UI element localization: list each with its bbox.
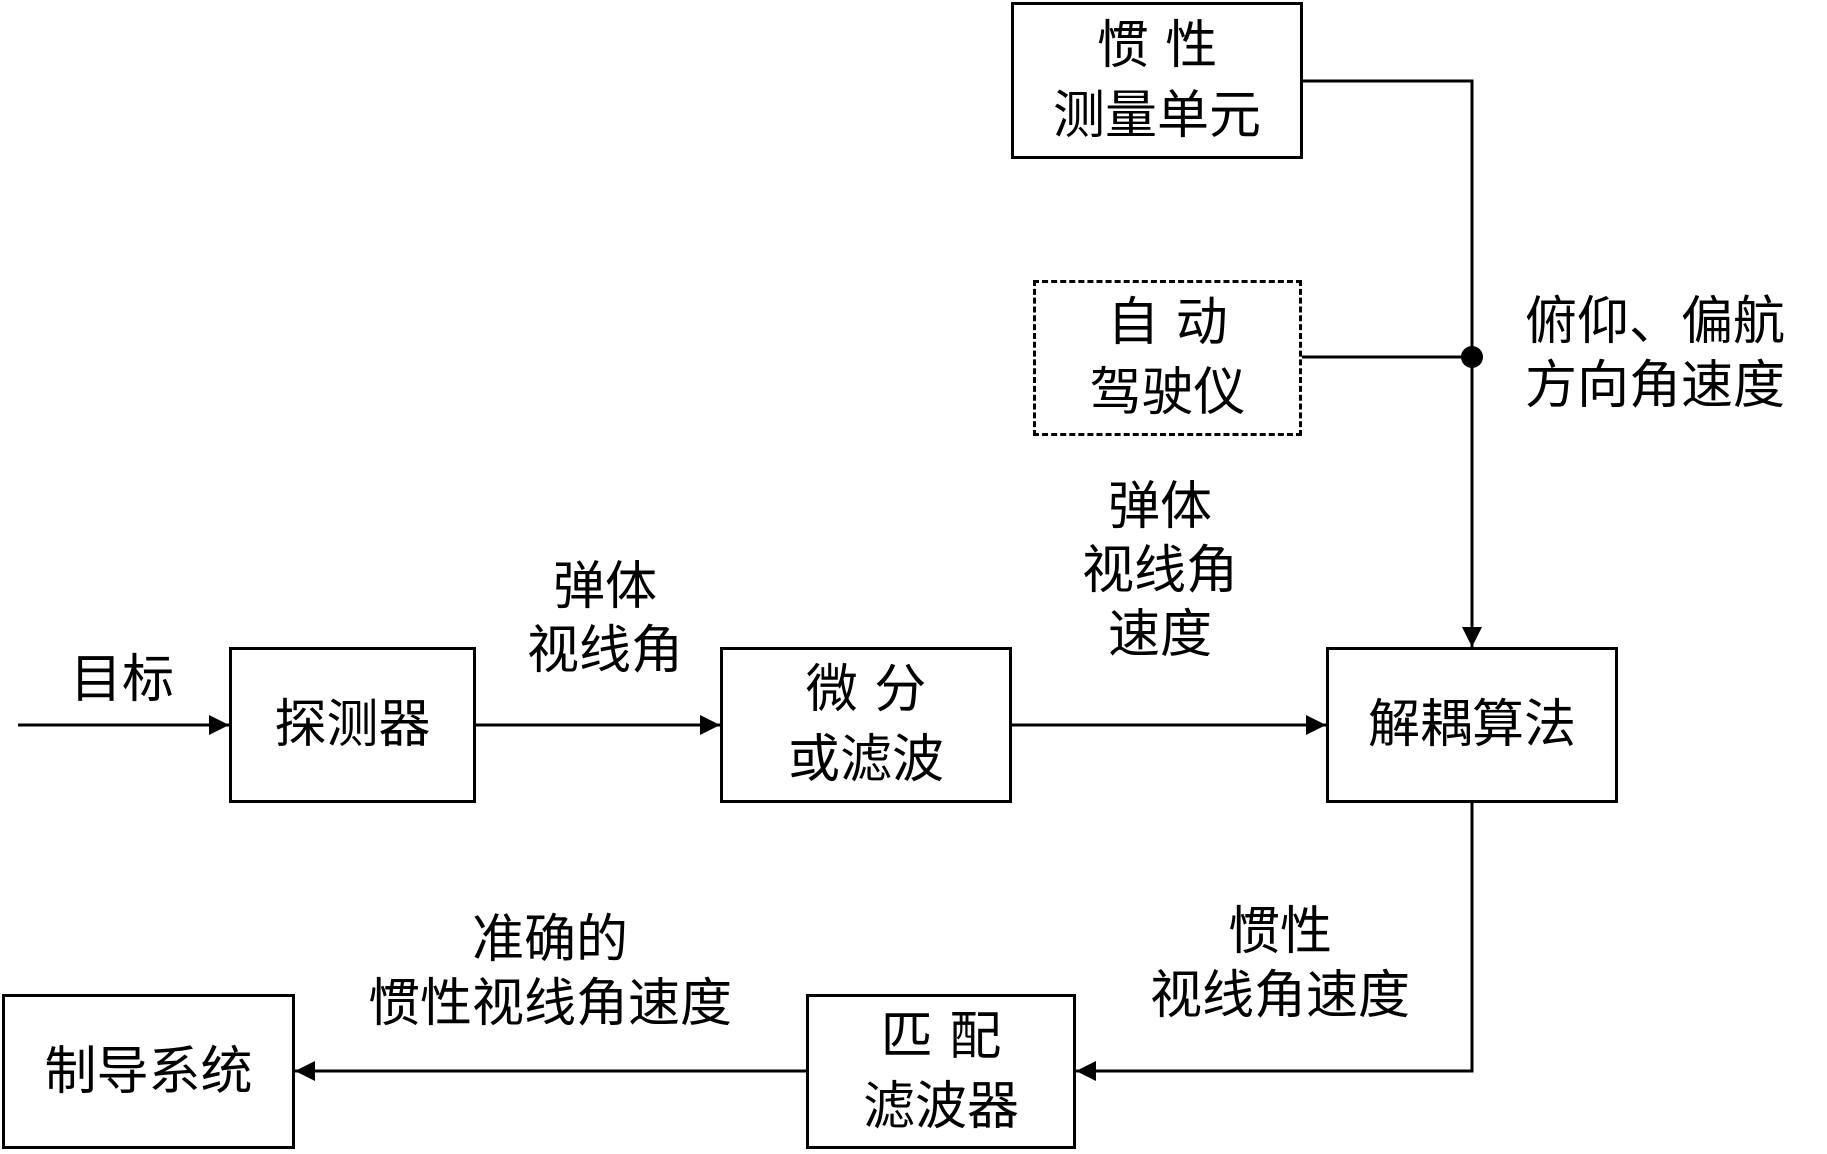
pitch-yaw-rate-line-1: 俯仰、偏航	[1524, 292, 1785, 352]
body-los-rate-label: 弹体 视线角 速度	[1045, 475, 1275, 667]
decoupling-line-1: 解耦算法	[1367, 695, 1576, 755]
differentiator-line-1: 微 分	[805, 660, 927, 720]
pitch-yaw-rate-line-2: 方向角速度	[1524, 356, 1785, 416]
accurate-inertial-los-rate-label: 准确的 惯性视线角速度	[305, 908, 795, 1036]
inertial-los-rate-line-2: 视线角速度	[1149, 966, 1410, 1026]
detector-line-1: 探测器	[274, 695, 431, 755]
matched-filter-block: 匹 配 滤波器	[806, 994, 1076, 1149]
wire-imu-to-junction	[1303, 79, 1474, 357]
autopilot-block: 自 动 驾驶仪	[1033, 280, 1302, 436]
body-los-rate-line-2: 视线角	[1081, 541, 1238, 601]
junction-dot	[1461, 346, 1483, 368]
inertial-los-rate-label: 惯性 视线角速度	[1100, 900, 1460, 1028]
body-los-rate-line-3: 速度	[1107, 605, 1212, 665]
target-label: 目标	[52, 648, 192, 712]
inertial-los-rate-line-1: 惯性	[1227, 902, 1332, 962]
guidance-block: 制导系统	[2, 994, 295, 1149]
target-label-line-1: 目标	[69, 650, 174, 710]
pitch-yaw-rate-label: 俯仰、偏航 方向角速度	[1490, 290, 1820, 418]
body-los-angle-line-2: 视线角	[526, 621, 683, 681]
differentiator-block: 微 分 或滤波	[720, 647, 1012, 803]
wire-decoupling-down	[1100, 803, 1474, 1073]
imu-line-1: 惯 性	[1096, 15, 1218, 76]
autopilot-line-1: 自 动	[1107, 293, 1228, 353]
autopilot-line-2: 驾驶仪	[1089, 363, 1246, 423]
accurate-inertial-los-rate-line-1: 准确的	[471, 910, 628, 970]
imu-line-2: 测量单元	[1052, 85, 1261, 146]
detector-block: 探测器	[229, 647, 476, 803]
decoupling-block: 解耦算法	[1326, 647, 1618, 803]
body-los-angle-label: 弹体 视线角	[490, 555, 720, 683]
matched-filter-line-2: 滤波器	[862, 1076, 1019, 1137]
matched-filter-line-1: 匹 配	[880, 1006, 1002, 1067]
body-los-rate-line-1: 弹体	[1107, 477, 1212, 537]
guidance-line-1: 制导系统	[44, 1041, 253, 1102]
differentiator-line-2: 或滤波	[787, 730, 944, 790]
body-los-angle-line-1: 弹体	[552, 557, 657, 617]
imu-block: 惯 性 测量单元	[1011, 2, 1303, 159]
accurate-inertial-los-rate-line-2: 惯性视线角速度	[367, 974, 732, 1034]
